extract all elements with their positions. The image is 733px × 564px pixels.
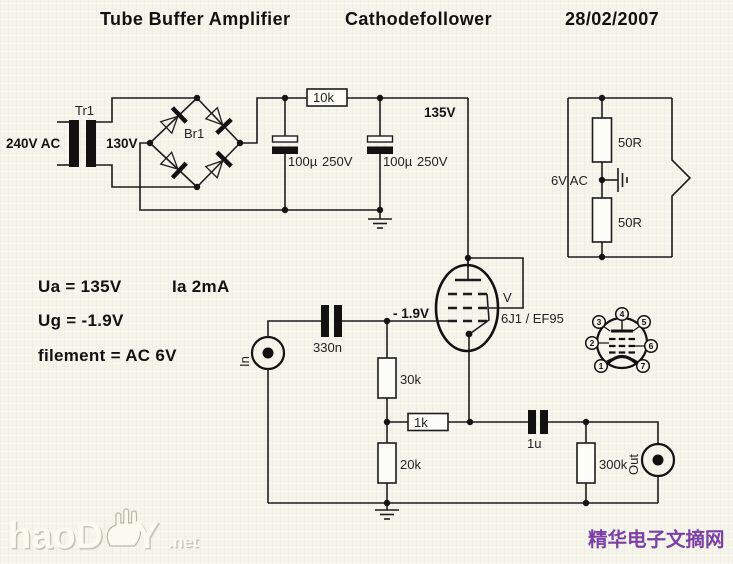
bridge-rectifier: Br1: [149, 97, 241, 188]
resistor-50r-top: [591, 117, 613, 163]
resistor-1k-label: 1k: [414, 415, 428, 430]
resistor-30k-label: 30k: [400, 372, 421, 387]
note-ua: Ua = 135V: [38, 277, 122, 296]
socket-pin-1: 1: [593, 358, 609, 374]
power-transformer: Tr1 240V AC 130V: [6, 97, 197, 188]
cap2-value: 100µ: [383, 154, 413, 169]
coupling-cap-330n-label: 330n: [313, 340, 342, 355]
ground-symbol-heater: [602, 168, 628, 192]
output-cap-1u-label: 1u: [527, 436, 541, 451]
input-jack-label: In: [237, 356, 252, 367]
output-jack-label: Out: [626, 454, 641, 475]
bias-network: 30k 20k 1k: [377, 321, 470, 503]
page-subtitle: Cathodefollower: [345, 9, 492, 29]
tube-socket-pinout: 1 2 3 4 5 6 7: [584, 306, 659, 374]
svg-text:5: 5: [642, 317, 647, 327]
filter-cap-1: 100µ 250V: [271, 98, 353, 210]
psu-filter: 10k 100µ 250V 100µ 250V 135V: [139, 88, 469, 268]
output-jack-pin: [652, 454, 664, 466]
g2-anode-strap: [470, 257, 524, 309]
resistor-50r-top-label: 50R: [618, 135, 642, 150]
operating-notes: Ua = 135V Ia 2mA Ug = -1.9V filement = A…: [38, 277, 230, 365]
coupling-cap-330n: [321, 305, 329, 337]
output-cap-1u: [528, 410, 536, 434]
heater-balance-network: 50R 50R 6V AC: [551, 97, 692, 258]
resistor-300k: [576, 442, 596, 484]
watermark-text-right: Y: [134, 515, 159, 557]
svg-text:haoD: haoD: [10, 517, 105, 559]
note-filament: filement = AC 6V: [38, 346, 177, 365]
rail-voltage-label: 135V: [424, 105, 456, 120]
socket-cathode: [606, 355, 638, 365]
svg-text:3: 3: [597, 317, 602, 327]
transformer-primary-winding: [69, 120, 79, 167]
svg-text:2: 2: [590, 338, 595, 348]
bridge-ref: Br1: [184, 126, 204, 141]
svg-text:4: 4: [620, 309, 625, 319]
tube-designator: V: [503, 290, 512, 305]
resistor-10k-label: 10k: [313, 90, 334, 105]
socket-pin-4: 4: [614, 306, 630, 322]
transformer-ref: Tr1: [75, 103, 94, 118]
diode-icon: [204, 150, 233, 179]
primary-voltage-label: 240V AC: [6, 136, 61, 151]
haodiy-watermark: haoD Y .net haoD Y .net: [8, 508, 201, 559]
ground-rail: [268, 502, 658, 520]
svg-text:7: 7: [641, 361, 646, 371]
secondary-voltage-label: 130V: [106, 136, 138, 151]
filter-cap-2: 100µ 250V: [366, 98, 448, 210]
site-name: 精华电子文摘网: [588, 528, 725, 551]
resistor-20k-label: 20k: [400, 457, 421, 472]
diode-icon: [204, 106, 233, 135]
heater-supply-label: 6V AC: [551, 173, 588, 188]
diode-icon: [159, 106, 188, 135]
grid-bias-label: - 1.9V: [393, 306, 429, 321]
tube-type-label: 6J1 / EF95: [501, 311, 564, 326]
schematic-date: 28/02/2007: [565, 9, 659, 29]
socket-pin-7: 7: [635, 358, 651, 374]
note-ia: Ia 2mA: [172, 277, 230, 296]
socket-pin-3: 3: [591, 314, 607, 330]
svg-text:6: 6: [649, 341, 654, 351]
socket-pin-5: 5: [636, 314, 652, 330]
resistor-30k: [377, 357, 397, 399]
heater-wire-chevron: [671, 98, 692, 257]
watermark-tld: .net: [168, 532, 199, 551]
transformer-secondary-winding: [86, 120, 96, 167]
resistor-300k-label: 300k: [599, 457, 628, 472]
svg-text:.net: .net: [170, 534, 201, 553]
junction-dots: [146, 94, 606, 507]
socket-pin-6: 6: [643, 338, 659, 354]
cap1-value: 100µ: [288, 154, 318, 169]
output-stage: 1u 300k Out: [470, 410, 676, 503]
input-stage: In 330n: [237, 305, 450, 503]
note-ug: Ug = -1.9V: [38, 311, 124, 330]
page-title: Tube Buffer Amplifier: [100, 9, 290, 29]
cap2-rating: 250V: [417, 154, 448, 169]
resistor-20k: [377, 442, 397, 484]
watermark-text-left: haoD: [8, 515, 103, 557]
diode-icon: [159, 151, 188, 180]
resistor-50r-bottom: [591, 197, 613, 243]
socket-pin-2: 2: [584, 335, 600, 351]
tube-6j1: V 6J1 / EF95 - 1.9V: [393, 257, 564, 422]
hand-icon: [106, 508, 142, 547]
cap1-rating: 250V: [322, 154, 353, 169]
input-jack-pin: [262, 347, 274, 359]
resistor-50r-bottom-label: 50R: [618, 215, 642, 230]
svg-text:1: 1: [599, 361, 604, 371]
